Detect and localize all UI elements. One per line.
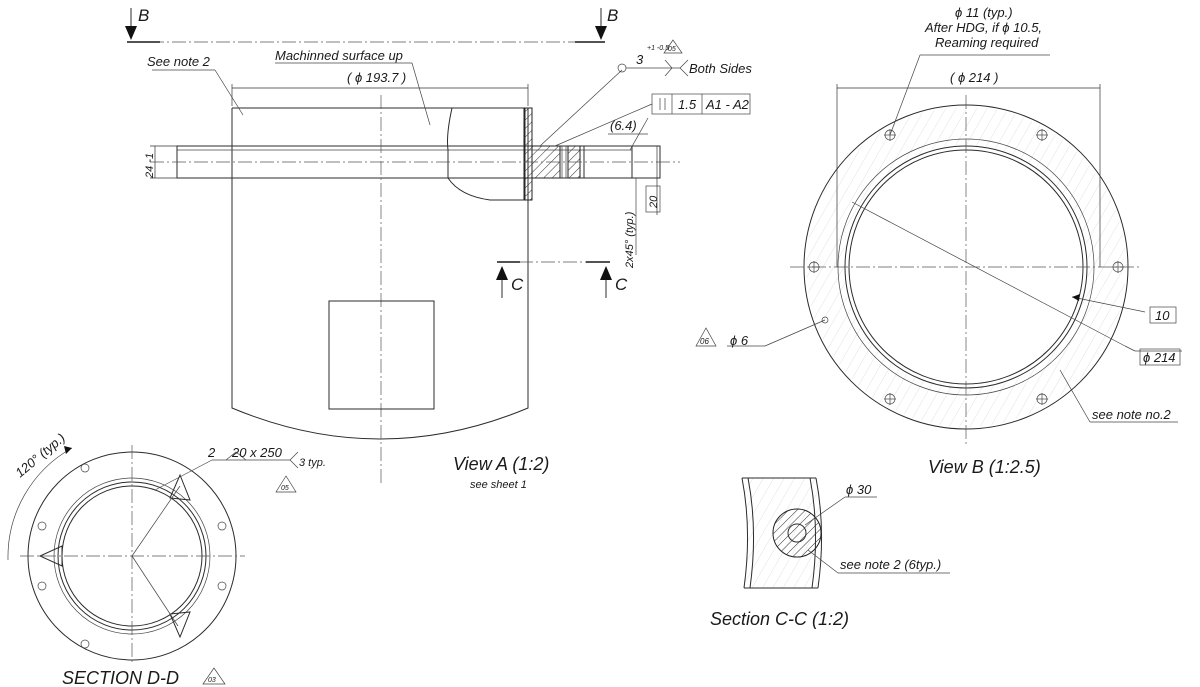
dim-6-4: (6.4) — [610, 118, 637, 133]
revision-05-b: 05 — [281, 485, 289, 492]
section-b-cut-line: B B — [125, 6, 618, 43]
section-c-cut-line: C C — [496, 261, 628, 298]
section-dd-weld-c: 3 typ. — [299, 457, 326, 469]
section-c-letter-left: C — [511, 275, 524, 294]
gdt-reference: A1 - A2 — [705, 97, 750, 112]
gdt-value: 1.5 — [678, 97, 697, 112]
section-cc-title: Section C-C (1:2) — [710, 609, 849, 629]
revision-05-a: 05 — [668, 46, 676, 53]
section-cc-note: see note 2 (6typ.) — [840, 557, 941, 572]
section-d-d: 120° (typ.) 2 20 x 250 3 typ. 05 SECTION… — [7, 430, 326, 687]
hole-note-line2: After HDG, if ϕ 10.5, — [924, 20, 1042, 35]
section-dd-weld-a: 2 — [207, 445, 216, 460]
view-a: ( ϕ 193.7 ) See note 2 Machinned surface… — [144, 39, 752, 491]
view-b-dia-214-top: ( ϕ 214 ) — [950, 70, 998, 85]
section-dd-weld-b: 20 x 250 — [231, 445, 283, 460]
section-b-letter-left: B — [138, 6, 149, 25]
label-see-note-2: See note 2 — [147, 54, 211, 69]
section-dd-title: SECTION D-D — [62, 668, 179, 687]
view-b: ( ϕ 214 ) ϕ 214 10 ϕ 11 (typ.) After HDG… — [695, 5, 1182, 477]
weld-note-both-sides: Both Sides — [689, 61, 752, 76]
view-b-title: View B (1:2.5) — [928, 457, 1041, 477]
section-b-letter-right: B — [607, 6, 618, 25]
view-b-dim-10: 10 — [1155, 308, 1170, 323]
dim-dia-193-7: ( ϕ 193.7 ) — [347, 70, 406, 85]
view-a-title: View A (1:2) — [453, 454, 549, 474]
view-b-dia-6: ϕ 6 — [730, 333, 749, 348]
revision-03: 03 — [208, 677, 216, 684]
hole-note-line1: ϕ 11 (typ.) — [955, 5, 1013, 20]
view-a-subtitle: see sheet 1 — [470, 479, 527, 491]
label-machined-surface: Machinned surface up — [275, 48, 403, 63]
hole-note-line3: Reaming required — [935, 35, 1039, 50]
view-b-see-note-2: see note no.2 — [1092, 407, 1172, 422]
weld-size: 3 — [636, 52, 644, 67]
revision-06: 06 — [700, 337, 709, 346]
section-cc-dia-30: ϕ 30 — [846, 482, 872, 497]
view-b-dia-214-right: ϕ 214 — [1143, 350, 1176, 365]
dim-chamfer: 2x45° (typ.) — [624, 211, 636, 269]
section-c-c: ϕ 30 see note 2 (6typ.) Section C-C (1:2… — [710, 477, 950, 629]
dim-24: 24 -1 — [144, 153, 156, 179]
section-c-letter-right: C — [615, 275, 628, 294]
weld-tolerance: +1 -0.5 — [647, 45, 669, 52]
dim-20: 20 — [648, 195, 660, 209]
